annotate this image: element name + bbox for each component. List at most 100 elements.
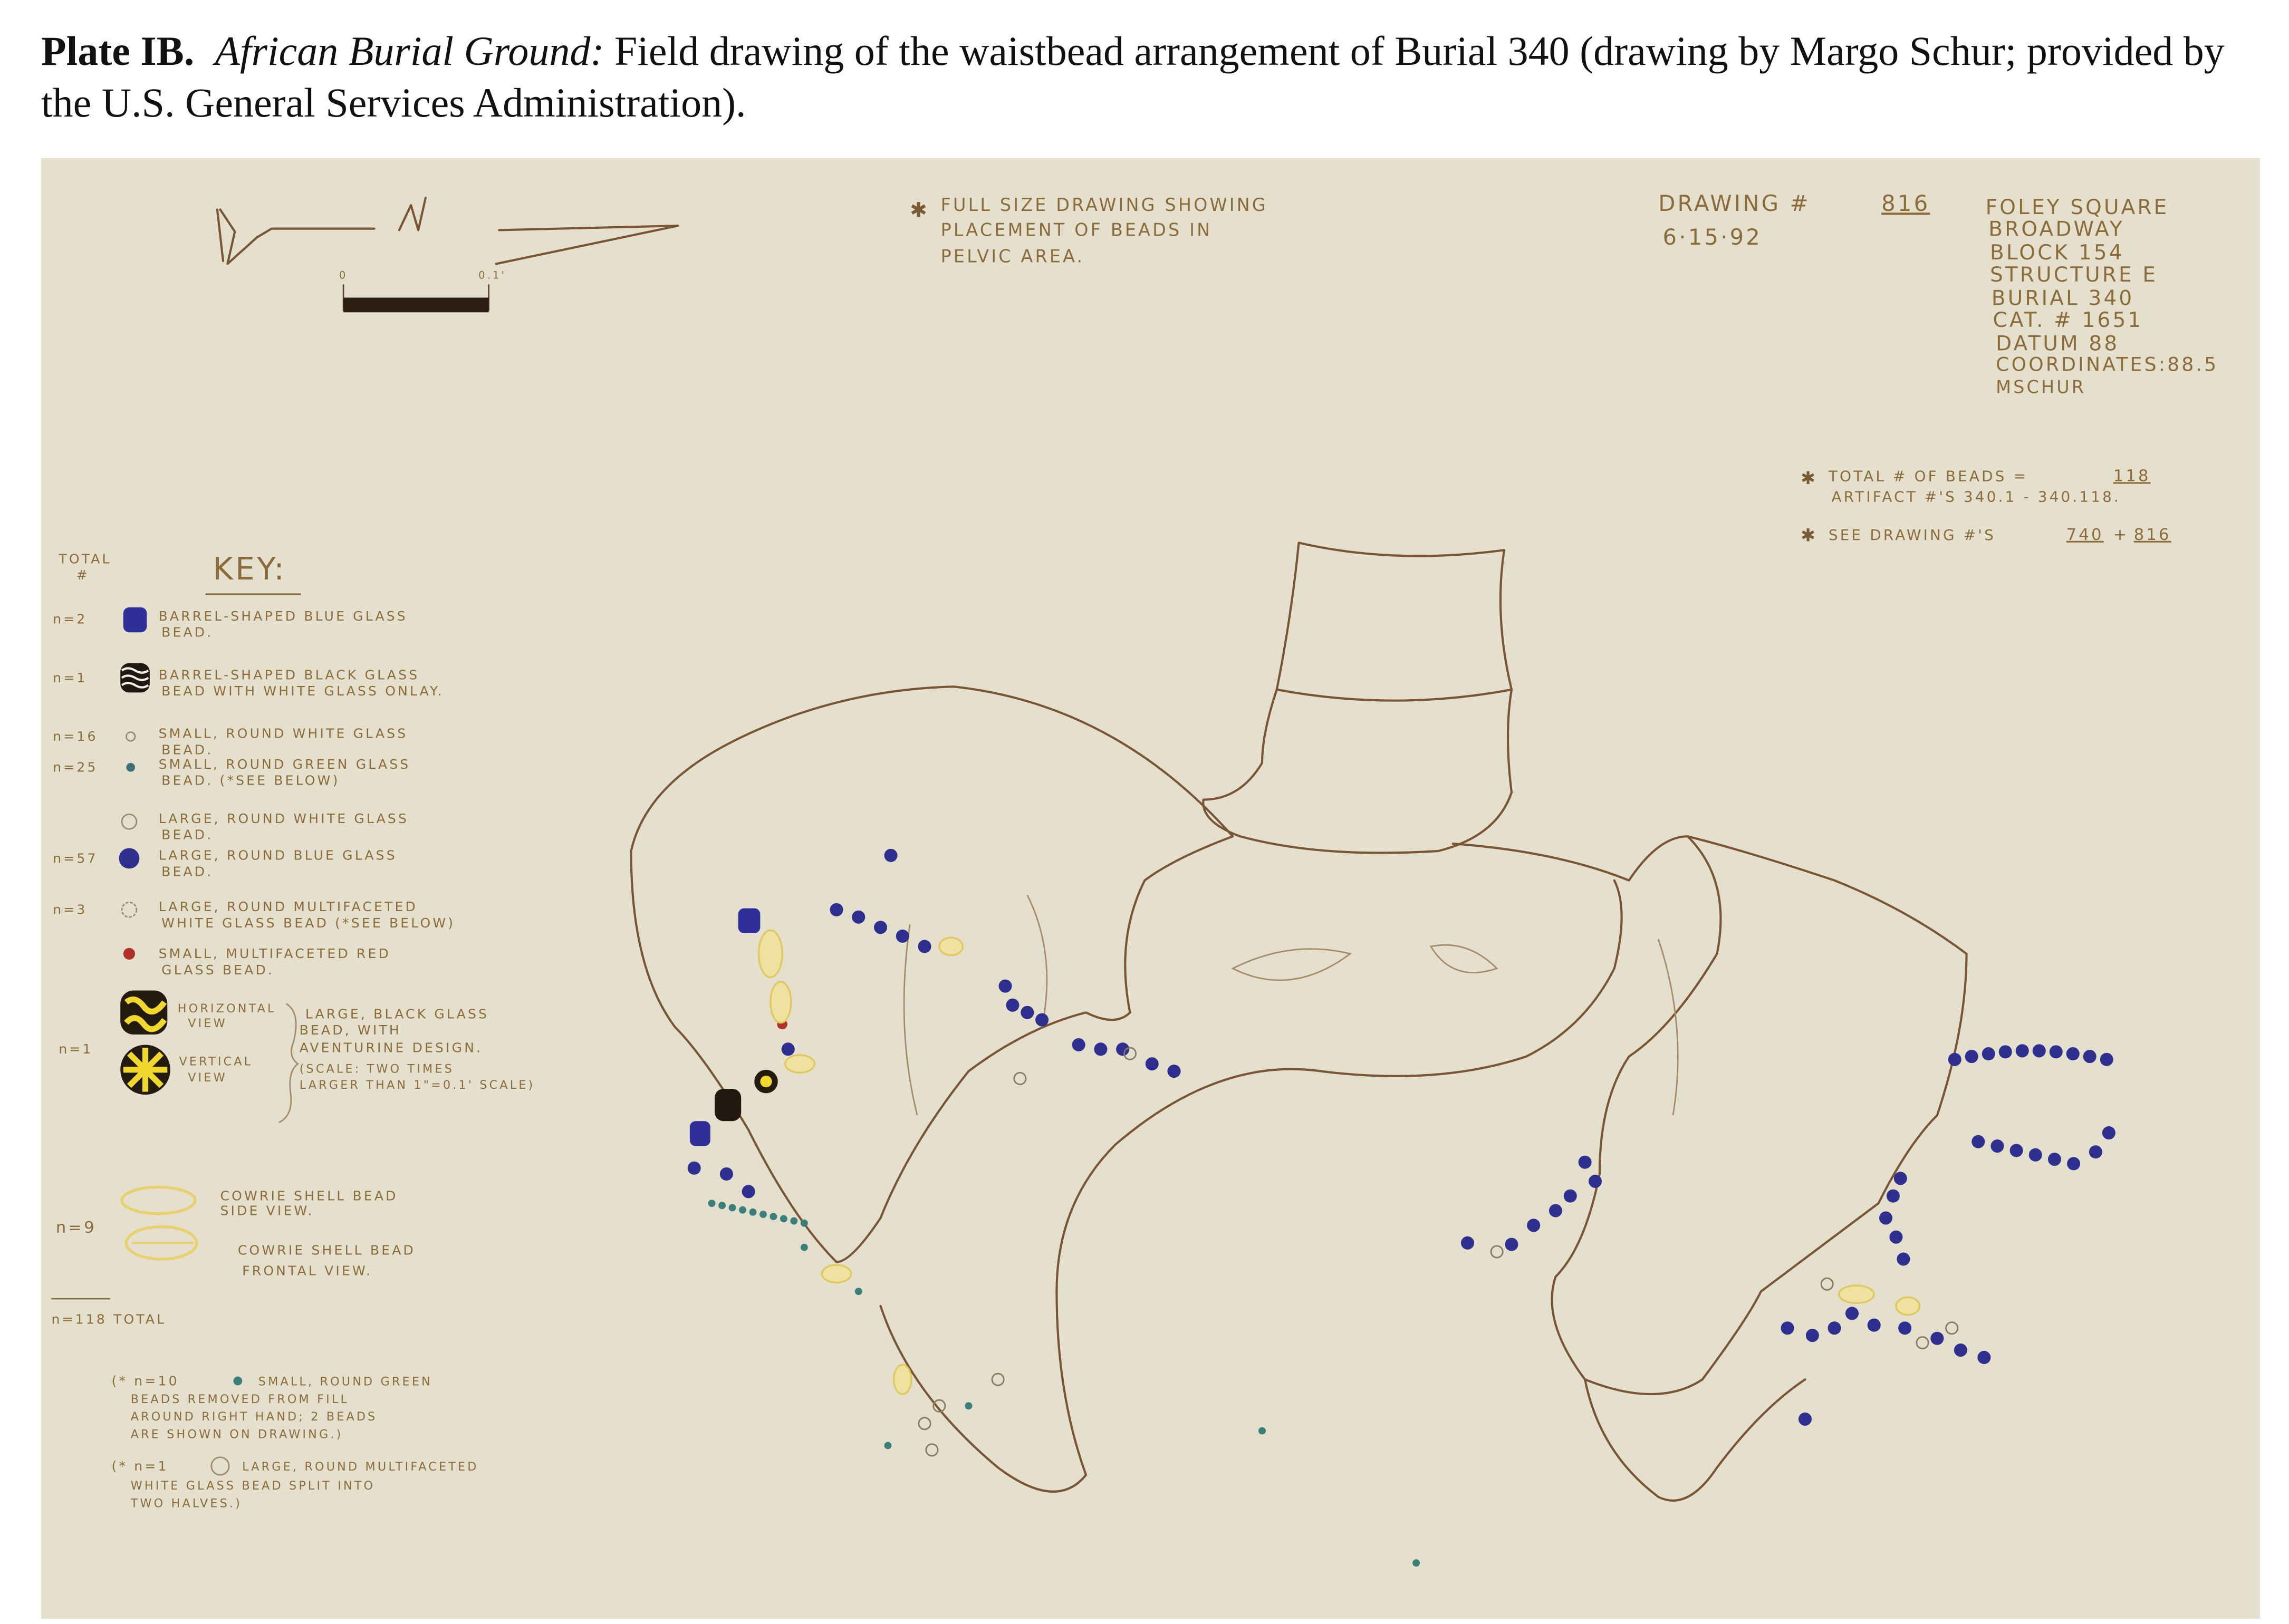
svg-text:GLASS BEAD.: GLASS BEAD. <box>161 962 274 978</box>
blue-bead <box>1893 1172 1907 1185</box>
blue-bead <box>2047 1153 2061 1166</box>
svg-text:n=2: n=2 <box>53 611 87 626</box>
svg-text:SMALL, ROUND GREEN GLASS: SMALL, ROUND GREEN GLASS <box>159 757 411 772</box>
green-bead <box>790 1217 798 1225</box>
svg-text:✱: ✱ <box>1801 525 1817 546</box>
green-bead <box>770 1213 777 1221</box>
blue-bead <box>1527 1219 1541 1232</box>
blue-bead <box>2049 1045 2063 1059</box>
blue-bead <box>1549 1204 1562 1217</box>
svg-text:n=9: n=9 <box>56 1219 97 1237</box>
site-name: African Burial Ground: <box>215 28 604 74</box>
blue-bead <box>918 940 931 953</box>
green-bead <box>1412 1559 1420 1567</box>
red-multifaceted-bead-icon <box>123 948 136 960</box>
blue-bead <box>1035 1013 1049 1027</box>
blue-bead <box>1805 1329 1819 1342</box>
svg-text:LARGE, ROUND MULTIFACETED: LARGE, ROUND MULTIFACETED <box>242 1460 478 1474</box>
cowrie-bead <box>892 1364 912 1395</box>
blue-bead <box>1505 1238 1518 1251</box>
svg-text:SEE DRAWING #'S: SEE DRAWING #'S <box>1829 526 1996 544</box>
blue-bead <box>781 1042 795 1056</box>
north-arrow-icon <box>216 197 679 265</box>
blue-bead <box>1889 1230 1903 1244</box>
large-white-bead-icon <box>121 814 138 830</box>
black-barrel-bead <box>715 1089 742 1122</box>
green-bead <box>718 1202 726 1210</box>
svg-text:BEAD. (*SEE BELOW): BEAD. (*SEE BELOW) <box>161 773 340 788</box>
blue-bead <box>1460 1236 1475 1250</box>
blue-bead <box>1828 1321 1841 1335</box>
blue-bead <box>1971 1135 1985 1148</box>
svg-text:FULL SIZE DRAWING SHOWING: FULL SIZE DRAWING SHOWING <box>941 195 1268 215</box>
white-bead <box>1013 1071 1027 1086</box>
svg-text:n=1: n=1 <box>53 670 87 685</box>
blue-bead <box>1781 1321 1794 1335</box>
blue-bead <box>1563 1189 1577 1203</box>
blue-bead <box>852 910 865 924</box>
blue-bead <box>1006 998 1020 1012</box>
blue-bead <box>1982 1047 1995 1061</box>
blue-bead <box>830 903 843 916</box>
svg-text:VIEW: VIEW <box>188 1071 227 1085</box>
svg-text:WHITE GLASS BEAD (*SEE BELOW): WHITE GLASS BEAD (*SEE BELOW) <box>161 915 455 931</box>
svg-text:VIEW: VIEW <box>188 1017 227 1030</box>
svg-text:(* n=1: (* n=1 <box>112 1458 169 1474</box>
svg-text:740: 740 <box>2066 526 2104 544</box>
blue-bead <box>1965 1050 1978 1064</box>
blue-bead <box>1072 1038 1085 1052</box>
field-drawing-plate: 0 0.1' ✱ FULL SIZE DRAWING SHOWING PLACE… <box>41 158 2260 1619</box>
svg-text:BEAD.: BEAD. <box>161 625 213 640</box>
blue-bead <box>1990 1139 2004 1153</box>
blue-bead <box>2102 1126 2115 1140</box>
blue-barrel-bead-icon <box>123 607 147 633</box>
blue-bead <box>2067 1157 2081 1171</box>
blue-bead <box>2015 1044 2029 1058</box>
cowrie-bead <box>1838 1284 1875 1304</box>
white-bead <box>1490 1245 1504 1259</box>
cowrie-bead <box>821 1264 852 1284</box>
drawing-note: ✱ FULL SIZE DRAWING SHOWING PLACEMENT OF… <box>910 195 1268 266</box>
svg-text:ARTIFACT #'S 340.1 - 340.118.: ARTIFACT #'S 340.1 - 340.118. <box>1832 488 2121 505</box>
svg-text:AVENTURINE DESIGN.: AVENTURINE DESIGN. <box>300 1040 483 1055</box>
small-white-bead-icon <box>125 731 136 742</box>
svg-text:n=3: n=3 <box>53 902 87 917</box>
green-bead <box>854 1288 862 1296</box>
blue-barrel-bead <box>689 1121 710 1146</box>
aventurine-bead-entry: n=1 HORIZONTAL VIEW VERTICAL VIEW LARGE,… <box>59 990 533 1124</box>
figure-caption: Plate IB. African Burial Ground: Field d… <box>41 25 2256 129</box>
blue-bead <box>742 1185 755 1198</box>
blue-bead <box>874 921 888 934</box>
blue-bead <box>1094 1042 1108 1056</box>
blue-bead <box>1977 1350 1991 1364</box>
blue-bead <box>1798 1412 1812 1426</box>
pelvis-outline <box>630 542 1968 1502</box>
note-green-beads: (* n=10 SMALL, ROUND GREEN BEADS REMOVED… <box>112 1373 430 1442</box>
blue-bead <box>1954 1343 1967 1357</box>
white-bead <box>932 1399 946 1413</box>
svg-text:HORIZONTAL: HORIZONTAL <box>178 1002 276 1016</box>
svg-text:SMALL, MULTIFACETED RED: SMALL, MULTIFACETED RED <box>159 946 391 961</box>
blue-bead <box>2028 1148 2042 1162</box>
blue-bead <box>1879 1211 1893 1225</box>
svg-text:BARREL-SHAPED BLACK GLASS: BARREL-SHAPED BLACK GLASS <box>159 667 420 682</box>
svg-text:DATUM 88: DATUM 88 <box>1996 332 2119 356</box>
svg-text:0: 0 <box>339 269 348 281</box>
aventurine-horizontal-icon <box>120 990 168 1035</box>
cowrie-bead <box>757 929 783 979</box>
white-bead <box>1123 1047 1137 1060</box>
bead-totals-block: ✱ TOTAL # OF BEADS = 118 ARTIFACT #'S 34… <box>1801 467 2169 546</box>
green-bead <box>800 1243 808 1251</box>
green-bead <box>965 1402 973 1410</box>
blue-bead <box>1845 1307 1859 1320</box>
svg-text:ARE SHOWN ON DRAWING.): ARE SHOWN ON DRAWING.) <box>131 1428 343 1442</box>
green-bead <box>728 1204 736 1212</box>
blue-bead <box>2100 1052 2113 1066</box>
white-bead <box>918 1417 931 1430</box>
cowrie-side-icon <box>120 1185 197 1215</box>
